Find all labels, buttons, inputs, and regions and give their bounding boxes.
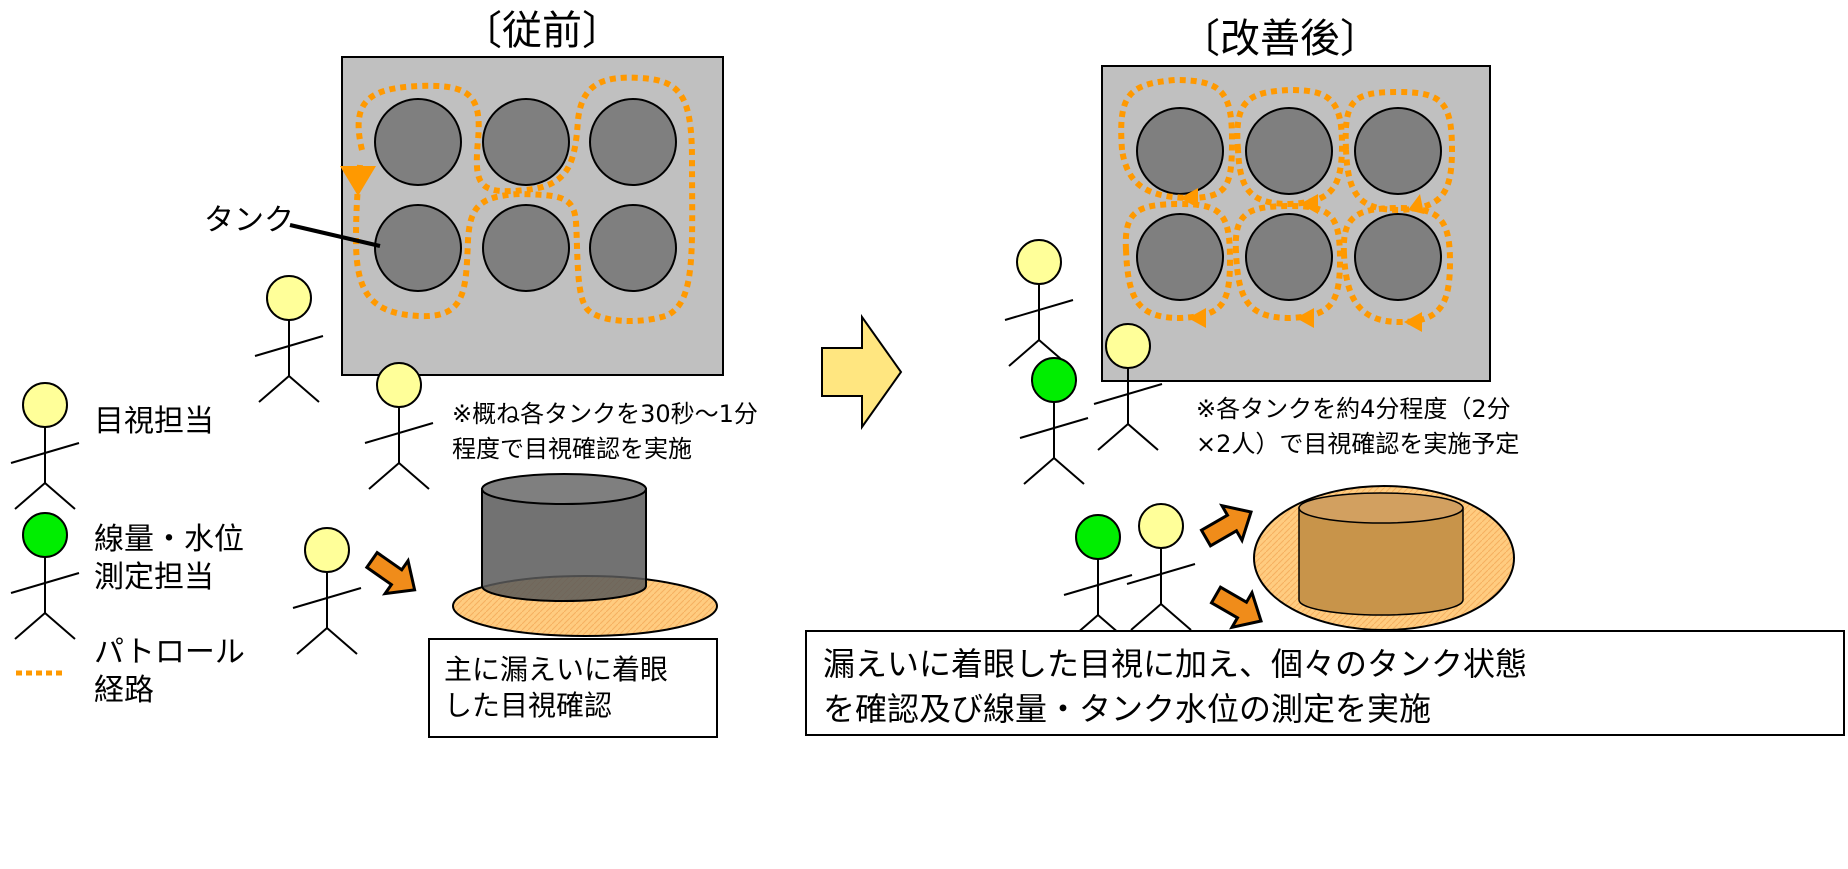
tank — [589, 204, 677, 292]
measure-person — [1063, 514, 1133, 642]
tanks-before — [374, 98, 677, 292]
route-arrow-before — [340, 166, 376, 196]
tank-cylinder-top-before — [481, 473, 647, 505]
caption-box-before: 主に漏えいに着眼 した目視確認 — [428, 638, 718, 738]
tank-cylinder-top-after — [1298, 492, 1464, 524]
tank — [1245, 107, 1333, 195]
legend-visual-label: 目視担当 — [94, 404, 214, 439]
visual-person — [1126, 503, 1196, 631]
visual-person — [292, 527, 362, 655]
tank — [1354, 213, 1442, 301]
small-arrow-icon — [1194, 493, 1263, 557]
measure-person — [1019, 357, 1089, 485]
tank-label: タンク — [204, 203, 294, 238]
note-after: ※各タンクを約4分程度（2分 ×2人）で目視確認を実施予定 — [1196, 395, 1520, 458]
tank — [482, 204, 570, 292]
tank-pointer-line — [289, 223, 381, 248]
tanks-after — [1136, 107, 1442, 301]
tank — [1136, 107, 1224, 195]
visual-person — [1004, 239, 1074, 367]
legend-route-label: パトロール 経路 — [94, 635, 245, 708]
route-arrows-after — [1180, 188, 1424, 332]
tank — [374, 204, 462, 292]
caption-after: 漏えいに着眼した目視に加え、個々のタンク状態 を確認及び線量・タンク水位の測定を… — [823, 645, 1528, 728]
legend-measure-person-icon — [10, 512, 80, 640]
tank — [589, 98, 677, 186]
patrol-route-after — [1118, 76, 1456, 326]
small-arrow-icon — [359, 542, 428, 608]
tank — [374, 98, 462, 186]
patrol-route-before — [352, 74, 696, 325]
heading-after: 〔改善後〕 — [1180, 16, 1380, 62]
tank-cylinder-after — [1298, 507, 1464, 616]
transition-arrow-icon — [821, 313, 903, 431]
legend-visual-person-icon — [10, 382, 80, 510]
heading-before: 〔従前〕 — [462, 8, 622, 54]
tank — [482, 98, 570, 186]
visual-person — [254, 275, 324, 403]
tank — [1354, 107, 1442, 195]
legend-measure-label: 線量・水位 測定担当 — [94, 522, 244, 595]
note-before: ※概ね各タンクを30秒～1分 程度で目視確認を実施 — [452, 400, 758, 463]
tank-cylinder-before — [481, 488, 647, 602]
tank — [1136, 213, 1224, 301]
caption-box-after: 漏えいに着眼した目視に加え、個々のタンク状態 を確認及び線量・タンク水位の測定を… — [805, 630, 1845, 736]
caption-before: 主に漏えいに着眼 した目視確認 — [444, 653, 669, 723]
tank — [1245, 213, 1333, 301]
visual-person — [364, 362, 434, 490]
